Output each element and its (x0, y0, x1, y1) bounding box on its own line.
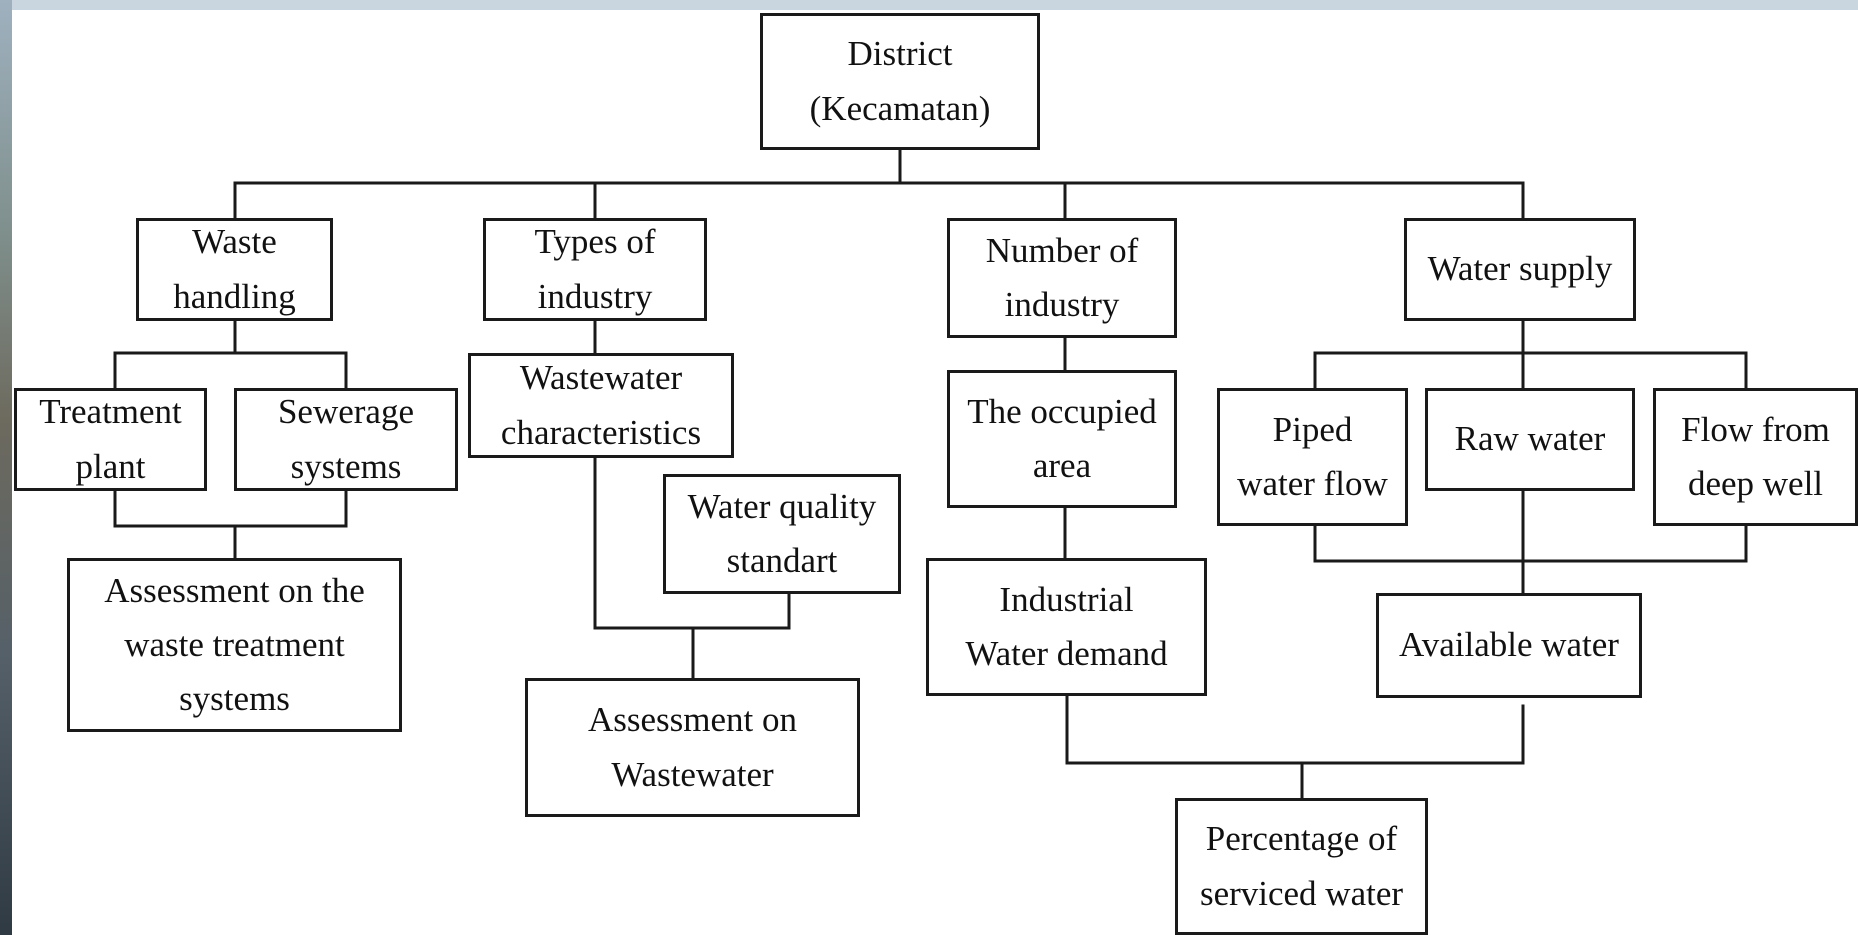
connector-root (233, 148, 1525, 220)
connector-bottom-merge (1065, 694, 1525, 800)
node-water-supply: Water supply (1404, 218, 1636, 321)
connector-water-supply (1313, 319, 1748, 390)
connector-wastewater-merge (593, 456, 791, 680)
connector-waste-merge (113, 489, 348, 560)
connector-waste-handling (113, 319, 348, 390)
background-photo-strip (0, 0, 12, 935)
node-available-water: Available water (1376, 593, 1642, 698)
node-district: District(Kecamatan) (760, 13, 1040, 150)
node-raw-water: Raw water (1425, 388, 1635, 491)
connector-water-sources-merge (1313, 489, 1748, 595)
